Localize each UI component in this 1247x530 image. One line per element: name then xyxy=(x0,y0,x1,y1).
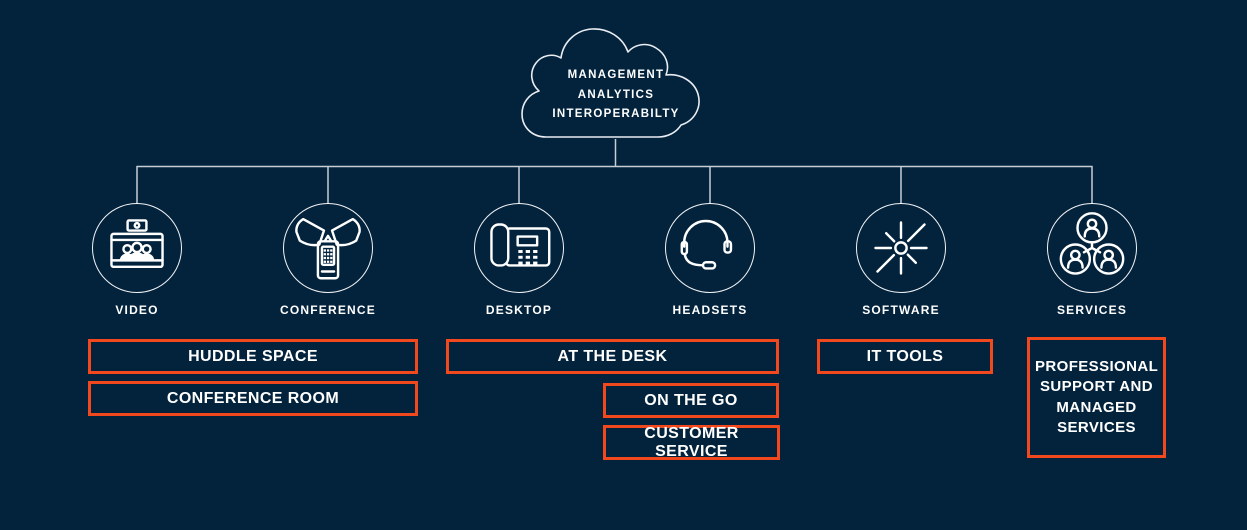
cloud-node: MANAGEMENT ANALYTICS INTEROPERABILTY xyxy=(518,20,714,141)
software-burst-icon xyxy=(874,221,928,275)
box-label: CONFERENCE ROOM xyxy=(166,389,340,407)
cloud-line-3: INTEROPERABILTY xyxy=(552,108,680,120)
node-software: SOFTWARE xyxy=(856,203,946,317)
box-label: AT THE DESK xyxy=(557,347,668,365)
node-headsets: HEADSETS xyxy=(665,203,755,317)
box-professional-support: PROFESSIONAL SUPPORT AND MANAGED SERVICE… xyxy=(1027,337,1166,458)
cloud-line-2: ANALYTICS xyxy=(577,88,655,101)
node-circle-software xyxy=(856,203,946,293)
box-label: IT TOOLS xyxy=(866,347,944,365)
box-conference-room: CONFERENCE ROOM xyxy=(88,381,418,416)
cloud-text: MANAGEMENT ANALYTICS INTEROPERABILTY xyxy=(518,66,714,125)
node-circle-desktop xyxy=(474,203,564,293)
node-label-conference: CONFERENCE xyxy=(279,303,376,317)
box-customer-service: CUSTOMER SERVICE xyxy=(603,425,780,460)
node-label-headsets: HEADSETS xyxy=(672,303,748,317)
box-label: CUSTOMER SERVICE xyxy=(644,424,739,460)
node-circle-services xyxy=(1047,203,1137,293)
box-label: HUDDLE SPACE xyxy=(188,347,318,365)
node-label-desktop: DESKTOP xyxy=(485,303,553,317)
cloud-line-1: MANAGEMENT xyxy=(567,69,665,81)
node-video: VIDEO xyxy=(92,203,182,317)
node-label-services: SERVICES xyxy=(1056,303,1128,317)
desk-phone-icon xyxy=(490,223,551,267)
box-label: ON THE GO xyxy=(644,391,738,409)
conference-speakerphone-icon xyxy=(295,217,361,280)
node-conference: CONFERENCE xyxy=(280,203,375,317)
node-circle-headsets xyxy=(665,203,755,293)
cloud-icon xyxy=(521,28,700,138)
box-on-the-go: ON THE GO xyxy=(603,383,779,418)
node-desktop: DESKTOP xyxy=(474,203,564,317)
headset-icon xyxy=(680,219,733,270)
people-network-icon xyxy=(1059,212,1125,275)
node-circle-video xyxy=(92,203,182,293)
node-circle-conference xyxy=(283,203,373,293)
box-huddle-space: HUDDLE SPACE xyxy=(88,339,418,374)
video-conference-screen-icon xyxy=(110,219,164,269)
box-label: PROFESSIONAL SUPPORT AND MANAGED SERVICE… xyxy=(1035,357,1159,437)
node-label-video: VIDEO xyxy=(115,303,159,317)
node-services: SERVICES xyxy=(1047,203,1137,317)
box-at-the-desk: AT THE DESK xyxy=(446,339,779,374)
node-label-software: SOFTWARE xyxy=(862,303,940,317)
box-it-tools: IT TOOLS xyxy=(817,339,993,374)
